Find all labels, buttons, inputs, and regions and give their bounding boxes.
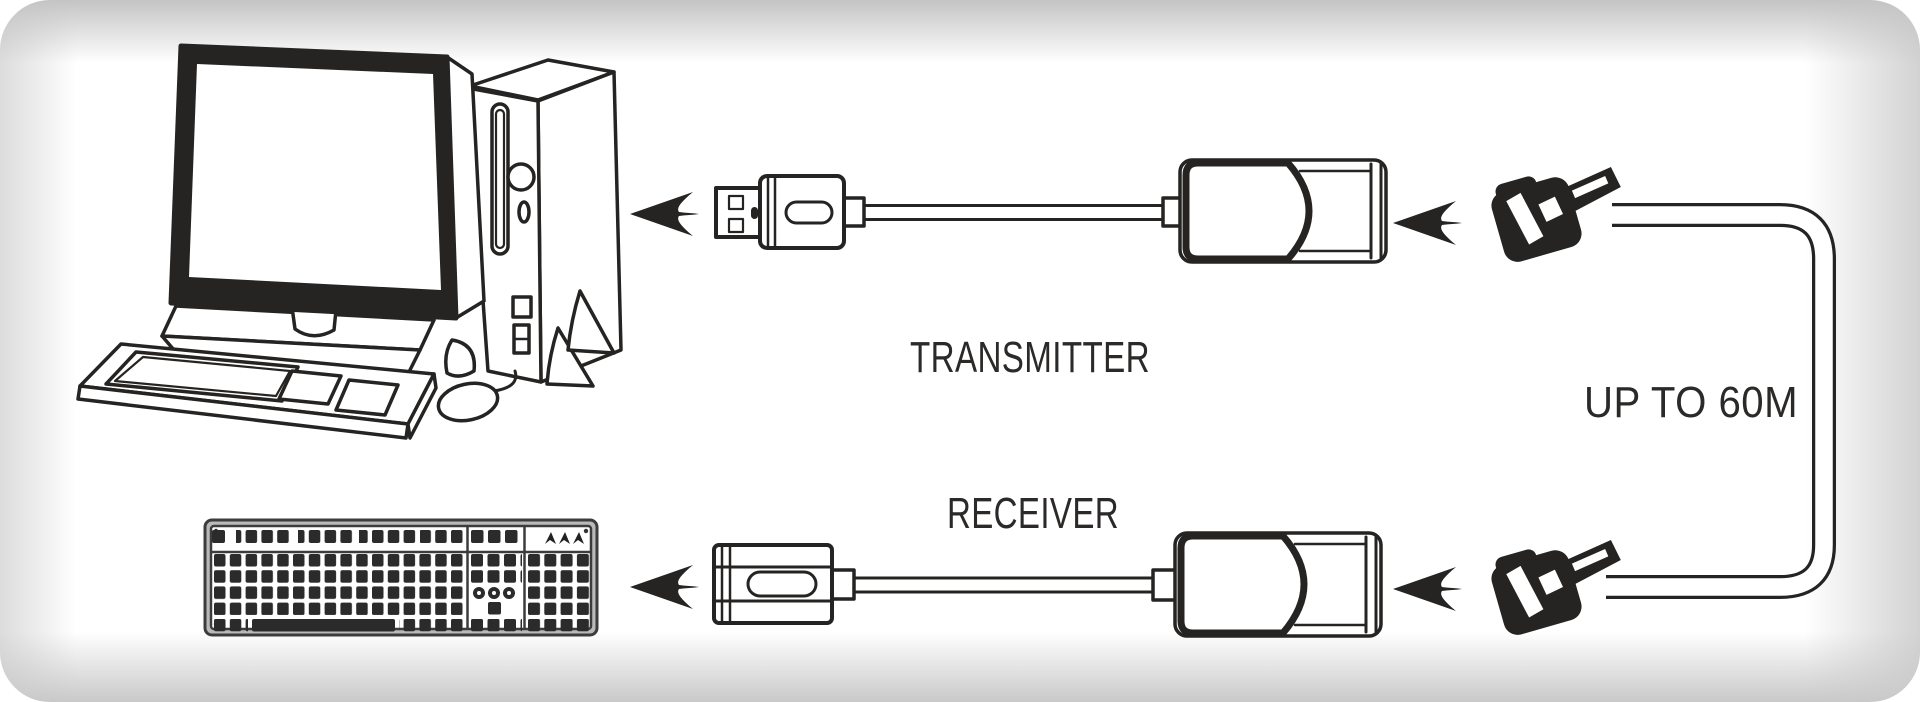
left-arrow-icon bbox=[630, 192, 699, 236]
transmitter-row bbox=[630, 152, 1633, 266]
left-arrow-icon bbox=[630, 565, 699, 609]
cable-length-label: UP TO 60M bbox=[1584, 378, 1798, 427]
left-arrow-icon bbox=[1393, 201, 1462, 245]
usb-a-socket-icon bbox=[712, 543, 856, 625]
receiver-unit-icon bbox=[1151, 531, 1383, 638]
keyboard-illustration bbox=[203, 518, 599, 637]
transmitter-label: TRANSMITTER bbox=[910, 333, 1150, 382]
left-arrow-icon bbox=[1393, 567, 1462, 611]
keyboard-led-indicators bbox=[545, 532, 584, 544]
usb-a-plug-icon bbox=[714, 174, 866, 250]
receiver-label: RECEIVER bbox=[947, 489, 1119, 538]
receiver-row bbox=[630, 525, 1633, 639]
transmitter-unit-icon bbox=[1161, 158, 1388, 264]
cat5-cable bbox=[1606, 203, 1836, 599]
desktop-computer-illustration bbox=[76, 43, 623, 440]
rj45-plug-icon bbox=[1485, 152, 1633, 266]
